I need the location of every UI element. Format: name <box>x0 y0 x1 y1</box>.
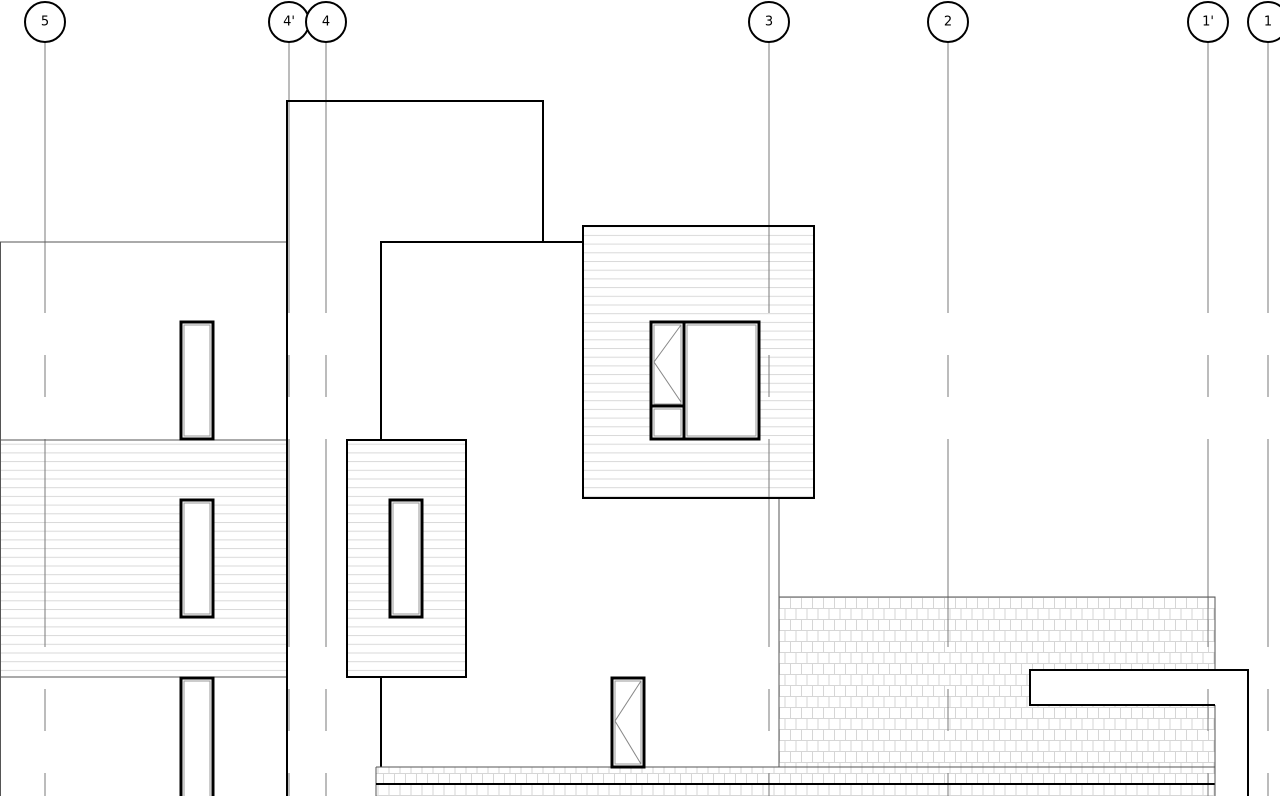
grid-bubble-4: 4 <box>305 1 347 43</box>
grid-bubble-1: 1 <box>1247 1 1280 43</box>
canopy <box>1029 669 1249 796</box>
svg-text:1': 1' <box>1202 15 1214 30</box>
grid-bubble-1-prime: 1' <box>1187 1 1229 43</box>
left-building <box>0 241 287 796</box>
grid-bubbles: 5 4' 4 3 2 1' 1 <box>24 1 1280 43</box>
brick-base <box>376 767 779 796</box>
svg-text:4: 4 <box>322 15 330 30</box>
canopy-post-fill <box>1215 705 1248 796</box>
door <box>610 676 646 769</box>
window-left-1 <box>179 320 215 441</box>
svg-text:3: 3 <box>765 15 773 30</box>
window-upper-box <box>649 320 761 441</box>
grid-lines <box>44 42 1269 796</box>
grid-bubble-3: 3 <box>748 1 790 43</box>
grid-bubble-4-prime: 4' <box>268 1 310 43</box>
main-building-outline <box>286 100 780 796</box>
projecting-box-upper <box>582 225 815 499</box>
svg-text:1: 1 <box>1264 15 1272 30</box>
canopy-fill <box>1030 670 1248 705</box>
window-left-2 <box>179 498 215 619</box>
svg-text:5: 5 <box>41 15 49 30</box>
window-left-3 <box>179 676 215 796</box>
siding-band-left <box>0 440 287 677</box>
window-lower-box <box>388 498 424 619</box>
projecting-box-lower <box>346 439 467 678</box>
svg-text:4': 4' <box>283 15 295 30</box>
brick-wall-outline <box>375 596 1216 796</box>
svg-text:2: 2 <box>944 15 952 30</box>
grid-bubble-2: 2 <box>927 1 969 43</box>
grid-bubble-5: 5 <box>24 1 66 43</box>
